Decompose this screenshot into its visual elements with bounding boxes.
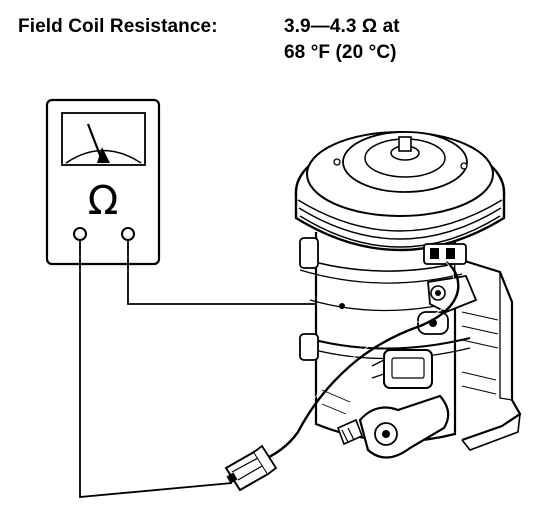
spec-value-temperature: 68 °F (20 °C) — [284, 42, 397, 63]
mounting-ear-lower — [299, 333, 319, 361]
pulley-groove-2 — [298, 207, 502, 240]
mounting-ear-upper — [299, 237, 319, 269]
pulley-groove-3 — [299, 215, 501, 248]
test-lead-right — [127, 240, 334, 305]
ac-compressor-icon — [294, 131, 522, 459]
field-coil-wire — [255, 261, 460, 464]
spec-value-range: 3.9—4.3 Ω at — [284, 16, 400, 37]
field-coil-ground-point — [339, 303, 345, 309]
test-lead-left — [79, 240, 233, 498]
ohmmeter-icon: Ω — [45, 98, 161, 266]
test-leads — [79, 240, 334, 498]
meter-terminal-right — [121, 227, 135, 241]
ohm-symbol: Ω — [88, 178, 119, 224]
spec-value: 3.9—4.3 Ω at 68 °F (20 °C) — [284, 14, 400, 66]
ohmmeter-needle-pivot — [97, 147, 110, 163]
harness-bracket — [427, 275, 478, 313]
connector-boot — [253, 444, 278, 475]
spec-label: Field Coil Resistance: — [18, 16, 218, 37]
thermal-protector — [383, 349, 433, 389]
shaft-nut — [398, 136, 412, 152]
meter-terminal-left — [73, 227, 87, 241]
field-coil-connector-icon — [224, 444, 278, 492]
pulley-groove-1 — [297, 199, 503, 232]
